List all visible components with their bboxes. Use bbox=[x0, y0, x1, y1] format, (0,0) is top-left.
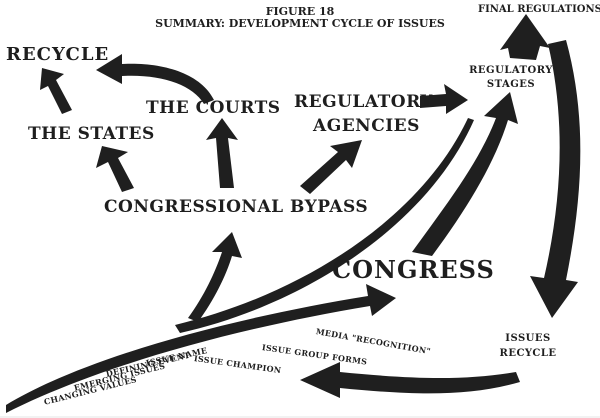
figure-title: SUMMARY: DEVELOPMENT CYCLE OF ISSUES bbox=[155, 17, 445, 30]
issues-recycle-return-arrow bbox=[300, 362, 520, 398]
bypass-to-states-arrow bbox=[96, 146, 134, 192]
main-curve-arrow bbox=[6, 284, 396, 413]
states-to-recycle-arrow bbox=[40, 68, 72, 114]
congressional-bypass-label: CONGRESSIONAL BYPASS bbox=[104, 197, 369, 217]
final-regulations-label: FINAL REGULATIONS bbox=[478, 4, 600, 15]
the-states-label: THE STATES bbox=[28, 124, 155, 144]
recycle-label: RECYCLE bbox=[6, 44, 110, 65]
regulatory-agencies-line2: AGENCIES bbox=[313, 116, 420, 136]
bypass-to-courts-arrow bbox=[206, 118, 238, 188]
congress-label: CONGRESS bbox=[332, 255, 495, 284]
agencies-to-stages-arrow bbox=[420, 84, 468, 114]
figure-number: FIGURE 18 bbox=[265, 5, 335, 18]
the-courts-label: THE COURTS bbox=[146, 98, 281, 118]
into-bypass-arrow bbox=[188, 232, 242, 322]
issues-recycle-line1: ISSUES bbox=[505, 333, 551, 344]
issues-recycle-line2: RECYCLE bbox=[499, 348, 557, 359]
courts-to-recycle-arrow bbox=[96, 54, 214, 104]
regulatory-stages-line1: REGULATORY bbox=[469, 65, 553, 76]
congress-to-regulatory-stages-arrow bbox=[412, 92, 518, 256]
final-to-issues-recycle-arrow bbox=[530, 40, 581, 318]
stages-to-final-regulations-arrow bbox=[500, 14, 550, 60]
regulatory-stages-line2: STAGES bbox=[486, 79, 536, 90]
regulatory-agencies-line1: REGULATORY bbox=[294, 92, 433, 112]
bypass-to-agencies-arrow bbox=[300, 140, 362, 194]
